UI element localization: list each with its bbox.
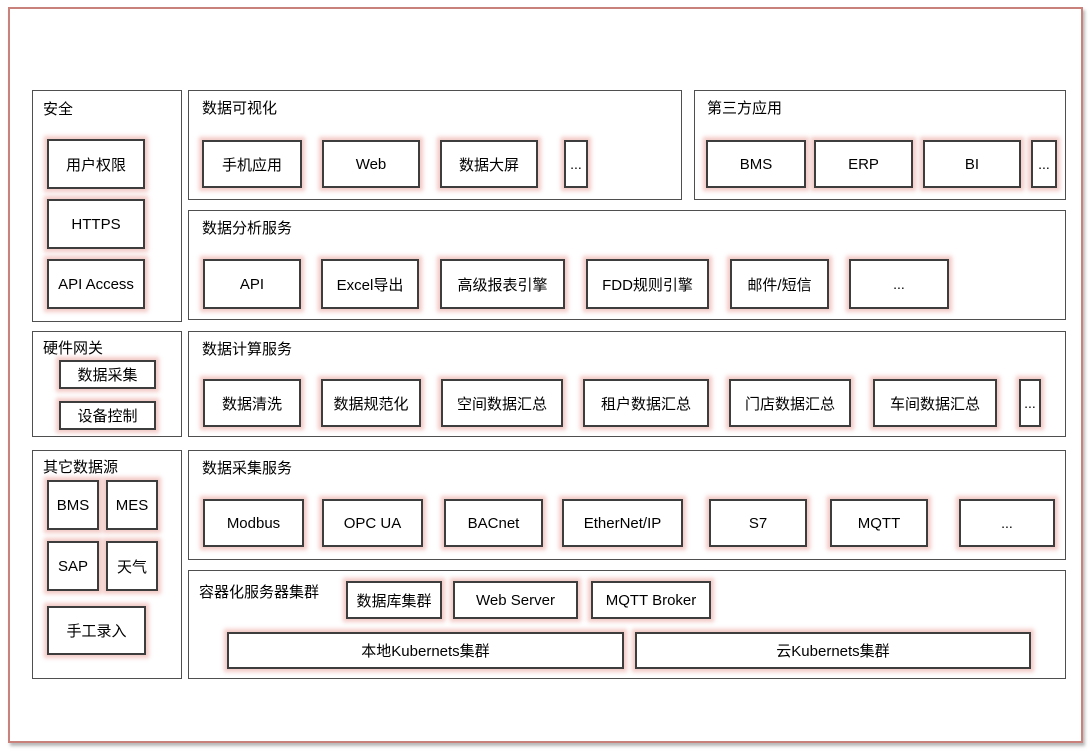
node-compute-more: ... bbox=[1019, 379, 1041, 427]
node-data-normalization: 数据规范化 bbox=[321, 379, 421, 427]
node-ethernet-ip: EtherNet/IP bbox=[562, 499, 683, 547]
other-sources-panel-title: 其它数据源 bbox=[43, 459, 119, 476]
node-analysis-more: ... bbox=[849, 259, 949, 309]
collection-panel-title: 数据采集服务 bbox=[202, 460, 293, 477]
node-tenant-aggregation: 租户数据汇总 bbox=[583, 379, 709, 427]
node-data-cleaning: 数据清洗 bbox=[203, 379, 301, 427]
analysis-panel-title: 数据分析服务 bbox=[202, 220, 293, 237]
compute-panel-title: 数据计算服务 bbox=[202, 341, 293, 358]
node-third-party-more: ... bbox=[1031, 140, 1057, 188]
node-api-access: API Access bbox=[47, 259, 145, 309]
node-bms-source: BMS bbox=[47, 480, 99, 530]
node-user-permissions: 用户权限 bbox=[47, 139, 145, 189]
cluster-panel-title: 容器化服务器集群 bbox=[199, 584, 320, 601]
security-panel: 安全 用户权限 HTTPS API Access bbox=[32, 90, 182, 322]
gateway-panel: 硬件网关 数据采集 设备控制 bbox=[32, 331, 182, 437]
node-workshop-aggregation: 车间数据汇总 bbox=[873, 379, 997, 427]
other-sources-panel: 其它数据源 BMS MES SAP 天气 手工录入 bbox=[32, 450, 182, 679]
collection-panel: 数据采集服务 Modbus OPC UA BACnet EtherNet/IP … bbox=[188, 450, 1066, 560]
node-data-dashboard: 数据大屏 bbox=[440, 140, 538, 188]
node-mqtt: MQTT bbox=[830, 499, 928, 547]
node-bi: BI bbox=[923, 140, 1021, 188]
node-fdd-rule-engine: FDD规则引擎 bbox=[586, 259, 709, 309]
node-local-kubernetes-cluster: 本地Kubernets集群 bbox=[227, 632, 624, 669]
node-cloud-kubernetes-cluster: 云Kubernets集群 bbox=[635, 632, 1031, 669]
node-web-server: Web Server bbox=[453, 581, 578, 619]
node-mes: MES bbox=[106, 480, 158, 530]
third-party-panel-title: 第三方应用 bbox=[707, 100, 783, 117]
node-web: Web bbox=[322, 140, 420, 188]
cluster-panel: 容器化服务器集群 数据库集群 Web Server MQTT Broker 本地… bbox=[188, 570, 1066, 679]
node-store-aggregation: 门店数据汇总 bbox=[729, 379, 851, 427]
gateway-panel-title: 硬件网关 bbox=[43, 340, 104, 357]
node-weather: 天气 bbox=[106, 541, 158, 591]
third-party-panel: 第三方应用 BMS ERP BI ... bbox=[694, 90, 1066, 200]
node-modbus: Modbus bbox=[203, 499, 304, 547]
node-sap: SAP bbox=[47, 541, 99, 591]
node-s7: S7 bbox=[709, 499, 807, 547]
node-mqtt-broker: MQTT Broker bbox=[591, 581, 711, 619]
node-opc-ua: OPC UA bbox=[322, 499, 423, 547]
node-manual-entry: 手工录入 bbox=[47, 606, 146, 655]
node-bms-app: BMS bbox=[706, 140, 806, 188]
security-panel-title: 安全 bbox=[43, 101, 74, 118]
node-visualization-more: ... bbox=[564, 140, 588, 188]
node-email-sms: 邮件/短信 bbox=[730, 259, 829, 309]
node-mobile-app: 手机应用 bbox=[202, 140, 302, 188]
outer-frame: 安全 用户权限 HTTPS API Access 数据可视化 手机应用 Web … bbox=[8, 7, 1083, 743]
node-bacnet: BACnet bbox=[444, 499, 543, 547]
node-api: API bbox=[203, 259, 301, 309]
analysis-panel: 数据分析服务 API Excel导出 高级报表引擎 FDD规则引擎 邮件/短信 … bbox=[188, 210, 1066, 320]
node-erp: ERP bbox=[814, 140, 913, 188]
node-https: HTTPS bbox=[47, 199, 145, 249]
visualization-panel-title: 数据可视化 bbox=[202, 100, 278, 117]
node-database-cluster: 数据库集群 bbox=[346, 581, 442, 619]
node-device-control: 设备控制 bbox=[59, 401, 156, 430]
node-space-aggregation: 空间数据汇总 bbox=[441, 379, 563, 427]
node-report-engine: 高级报表引擎 bbox=[440, 259, 565, 309]
compute-panel: 数据计算服务 数据清洗 数据规范化 空间数据汇总 租户数据汇总 门店数据汇总 车… bbox=[188, 331, 1066, 437]
node-collection-more: ... bbox=[959, 499, 1055, 547]
node-excel-export: Excel导出 bbox=[321, 259, 419, 309]
visualization-panel: 数据可视化 手机应用 Web 数据大屏 ... bbox=[188, 90, 682, 200]
node-data-acquisition: 数据采集 bbox=[59, 360, 156, 389]
